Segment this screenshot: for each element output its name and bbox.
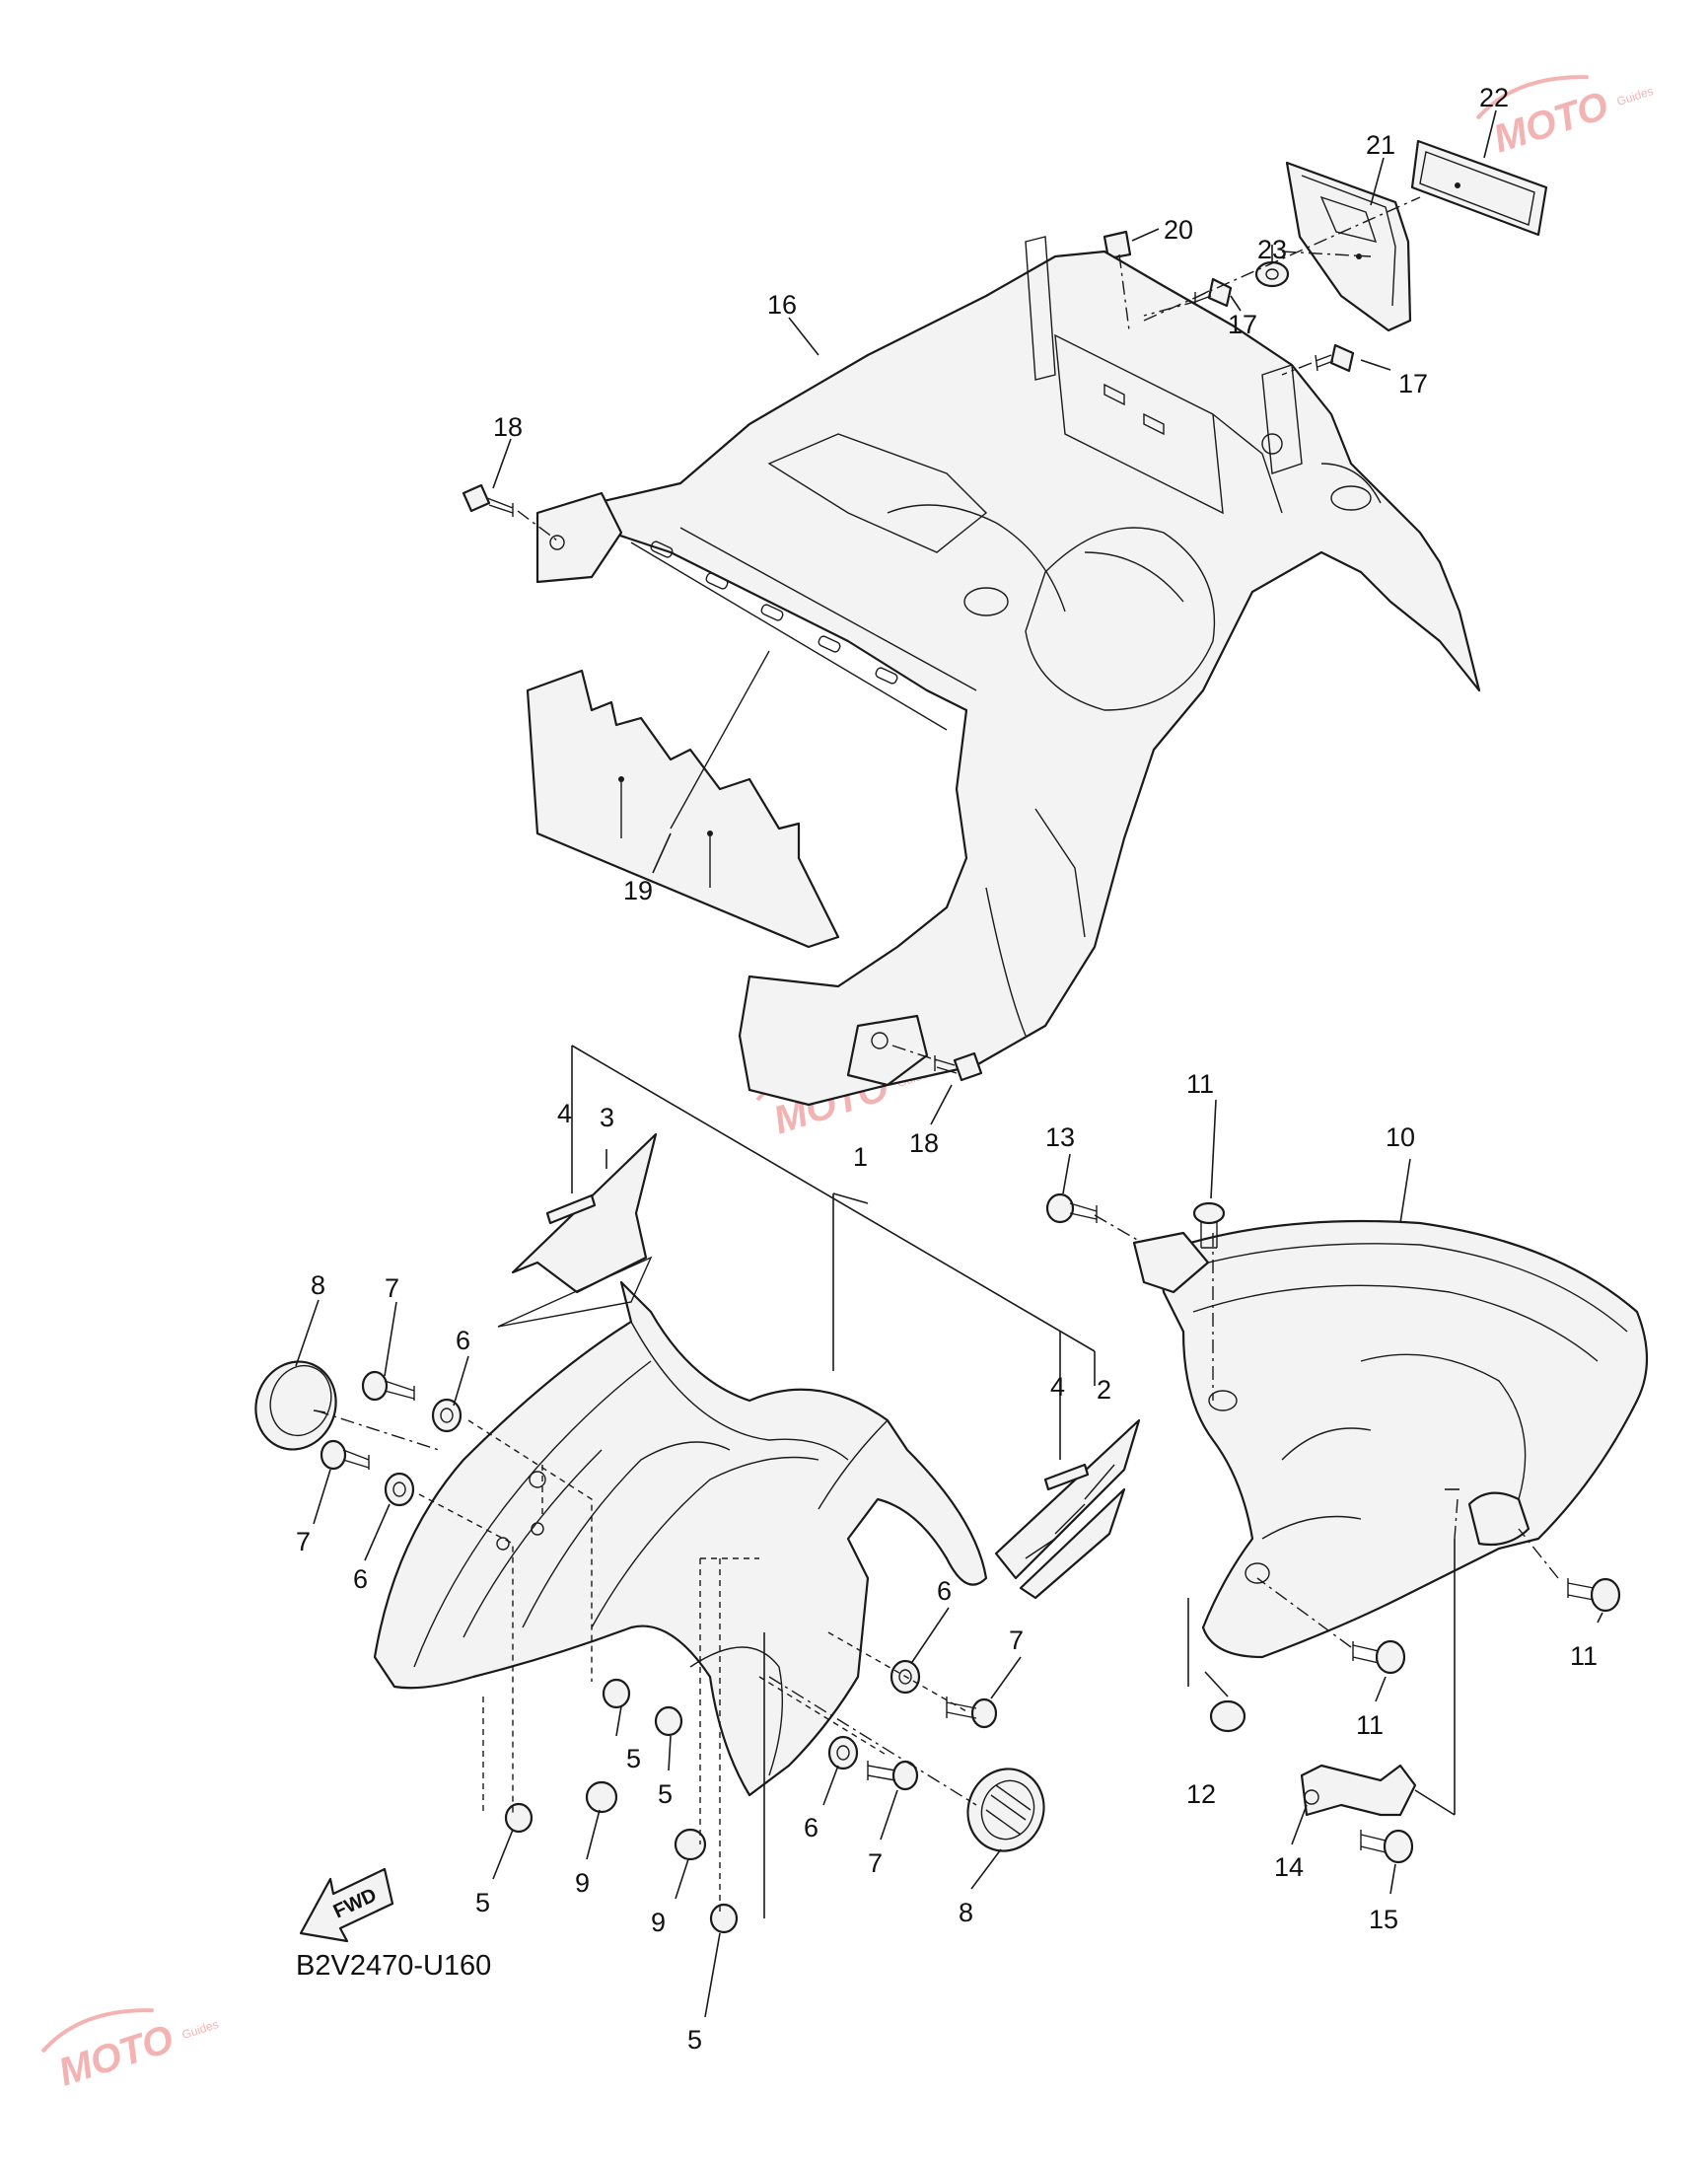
part-19-flap xyxy=(526,669,840,949)
part-13-bolt xyxy=(1045,1192,1098,1224)
callout-20: 20 xyxy=(1164,215,1193,245)
part-5-collar-c xyxy=(504,1802,534,1834)
part-4-strip-b xyxy=(1043,1463,1090,1491)
callout-12: 12 xyxy=(1186,1779,1216,1809)
callout-6c: 6 xyxy=(937,1576,952,1606)
part-17-bolt-a xyxy=(1194,277,1233,308)
callout-7b: 7 xyxy=(296,1527,311,1556)
callout-11a: 11 xyxy=(1186,1069,1214,1099)
callout-22: 22 xyxy=(1479,83,1509,112)
part-9-collar-a xyxy=(585,1780,618,1814)
svg-text:Guides: Guides xyxy=(1615,84,1655,108)
diagram-code: B2V2470-U160 xyxy=(296,1950,491,1982)
part-16-rear-fender-inner xyxy=(535,236,1481,1107)
callout-2: 2 xyxy=(1097,1375,1111,1405)
part-11-bolt-a xyxy=(1192,1201,1226,1249)
svg-text:Guides: Guides xyxy=(180,2017,220,2042)
callout-5c: 5 xyxy=(475,1888,490,1917)
callout-16: 16 xyxy=(767,290,797,320)
callout-18a: 18 xyxy=(493,412,523,442)
callout-17a: 17 xyxy=(1228,310,1257,339)
callout-11b: 11 xyxy=(1570,1641,1598,1671)
part-9-collar-b xyxy=(674,1828,707,1861)
part-18-bolt-b xyxy=(934,1051,983,1082)
callout-8b: 8 xyxy=(959,1898,973,1927)
part-17-bolt-b xyxy=(1315,343,1355,373)
part-11-bolt-c xyxy=(1352,1639,1406,1675)
callout-5b: 5 xyxy=(658,1779,673,1809)
watermark-bottom-left: MOTO Guides xyxy=(40,2008,220,2095)
callout-9b: 9 xyxy=(651,1908,666,1937)
callout-7d: 7 xyxy=(868,1848,883,1878)
leader-lines xyxy=(295,109,1603,2018)
part-20-clip xyxy=(1103,230,1132,260)
callout-13: 13 xyxy=(1045,1122,1075,1152)
callout-5d: 5 xyxy=(687,2025,702,2055)
part-12-grommet xyxy=(1209,1699,1246,1733)
part-6-grommet-b xyxy=(384,1472,415,1507)
part-18-bolt-a xyxy=(462,483,514,517)
part-7-screw-a xyxy=(361,1370,415,1402)
callout-18b: 18 xyxy=(909,1128,939,1158)
part-22-reflector xyxy=(1410,139,1548,237)
callout-19: 19 xyxy=(623,876,653,905)
part-7-screw-b xyxy=(320,1439,370,1471)
part-7-screw-c xyxy=(946,1697,998,1729)
callout-4a: 4 xyxy=(557,1099,572,1128)
callout-7c: 7 xyxy=(1009,1625,1024,1655)
callout-7a: 7 xyxy=(385,1273,399,1303)
callout-11c: 11 xyxy=(1356,1710,1384,1740)
part-23-nut xyxy=(1254,260,1290,288)
part-4-strip-a xyxy=(545,1193,597,1225)
part-11-bolt-b xyxy=(1567,1577,1621,1613)
part-1-front-fender xyxy=(373,1280,988,1797)
part-10-rear-fender xyxy=(1132,1219,1649,1659)
callout-6a: 6 xyxy=(456,1326,470,1355)
callout-9a: 9 xyxy=(575,1868,590,1898)
callout-1: 1 xyxy=(853,1142,868,1172)
part-7-screw-d xyxy=(867,1760,919,1791)
callout-8a: 8 xyxy=(311,1270,325,1300)
part-2-decal xyxy=(994,1418,1141,1600)
part-15-bolt xyxy=(1360,1829,1414,1864)
callout-17b: 17 xyxy=(1398,369,1428,398)
part-5-collar-b xyxy=(654,1705,683,1737)
part-5-collar-a xyxy=(602,1678,631,1709)
part-21-plate-light xyxy=(1285,161,1412,332)
part-14-bracket xyxy=(1300,1764,1417,1817)
callout-10: 10 xyxy=(1386,1122,1415,1152)
callout-6b: 6 xyxy=(353,1564,368,1594)
part-8-reflector-b xyxy=(966,1768,1045,1852)
part-3-decal xyxy=(497,1132,658,1328)
callout-3: 3 xyxy=(600,1103,614,1132)
callout-15: 15 xyxy=(1369,1905,1398,1934)
callout-21: 21 xyxy=(1366,130,1395,160)
callout-4b: 4 xyxy=(1050,1372,1065,1402)
part-5-collar-d xyxy=(709,1903,739,1934)
callout-5a: 5 xyxy=(626,1744,641,1773)
part-6-grommet-d xyxy=(827,1735,859,1770)
callout-6d: 6 xyxy=(804,1813,818,1842)
fwd-arrow-icon: FWD xyxy=(299,1867,394,1943)
callout-labels: 22 21 20 23 17 17 16 18 19 18 4 3 1 4 2 … xyxy=(296,83,1598,2055)
callout-14: 14 xyxy=(1274,1852,1304,1882)
part-8-reflector-a xyxy=(254,1360,337,1451)
part-6-grommet-a xyxy=(431,1398,463,1433)
callout-23: 23 xyxy=(1257,235,1287,264)
